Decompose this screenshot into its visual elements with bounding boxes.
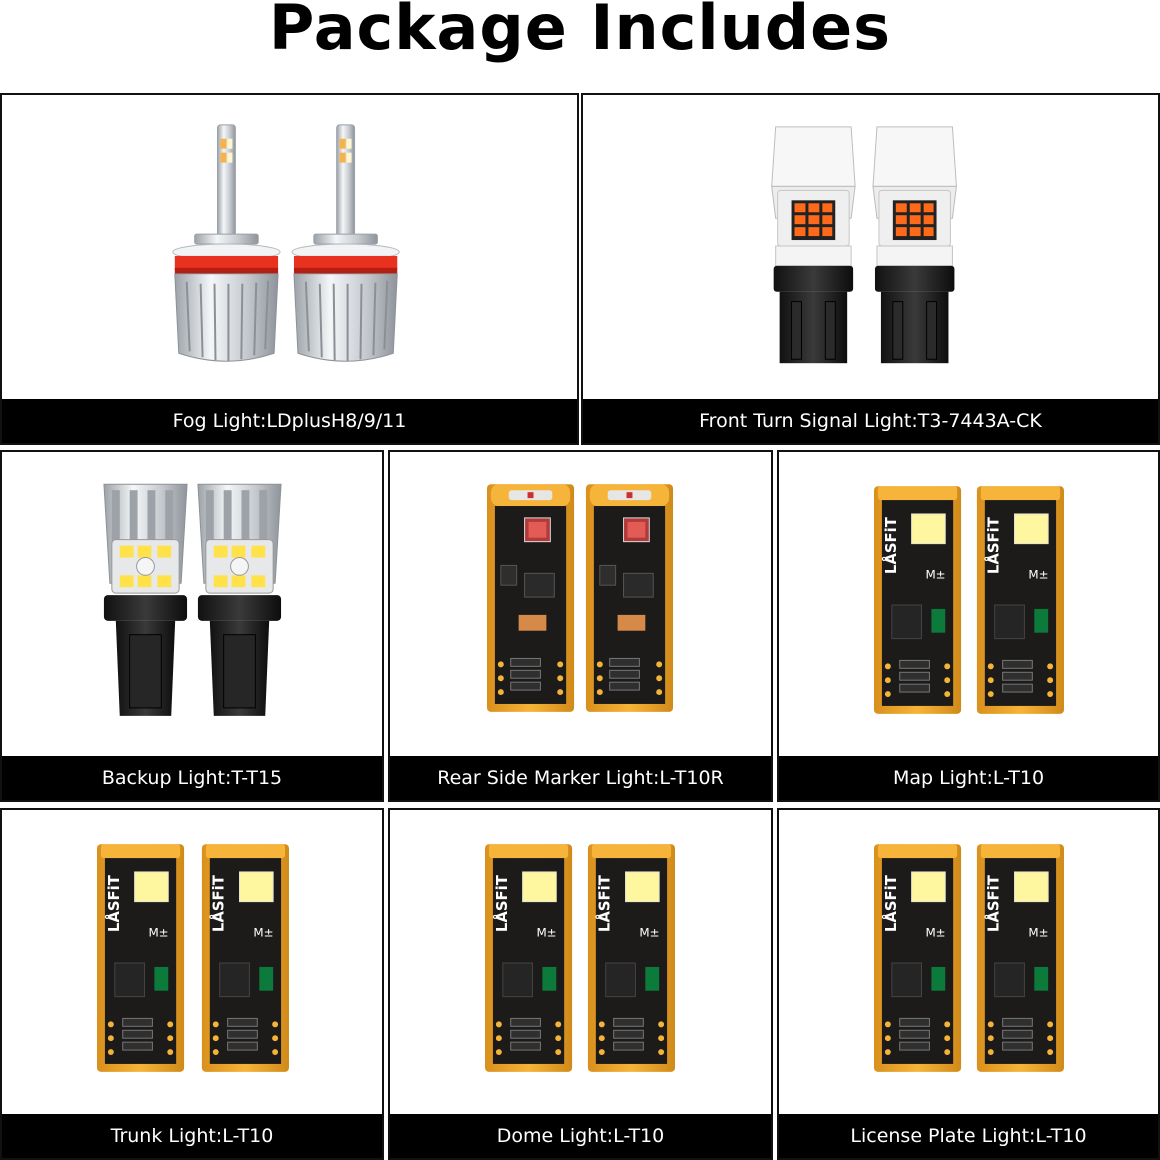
item-label: License Plate Light:L-T10 bbox=[779, 1114, 1158, 1158]
item-label: Dome Light:L-T10 bbox=[390, 1114, 771, 1158]
item-card-fog-light: Fog Light:LDplusH8/9/11 bbox=[0, 93, 579, 445]
item-label: Fog Light:LDplusH8/9/11 bbox=[2, 399, 577, 443]
t10-bulb-icon bbox=[779, 452, 1158, 756]
item-label: Map Light:L-T10 bbox=[779, 756, 1158, 800]
item-card-map-light: Map Light:L-T10 bbox=[777, 450, 1160, 802]
item-label: Rear Side Marker Light:L-T10R bbox=[390, 756, 771, 800]
item-label: Backup Light:T-T15 bbox=[2, 756, 382, 800]
page-title: Package Includes bbox=[268, 0, 892, 64]
item-label: Front Turn Signal Light:T3-7443A-CK bbox=[583, 399, 1158, 443]
t10-bulb-icon bbox=[2, 810, 382, 1114]
item-card-license-plate-light: License Plate Light:L-T10 bbox=[777, 808, 1160, 1160]
backup-bulb-icon bbox=[2, 452, 382, 756]
t10-red-bulb-icon bbox=[390, 452, 771, 756]
item-card-rear-side-marker: Rear Side Marker Light:L-T10R bbox=[388, 450, 773, 802]
item-label: Trunk Light:L-T10 bbox=[2, 1114, 382, 1158]
item-card-backup-light: Backup Light:T-T15 bbox=[0, 450, 384, 802]
item-card-dome-light: Dome Light:L-T10 bbox=[388, 808, 773, 1160]
t10-bulb-icon bbox=[779, 810, 1158, 1114]
item-card-trunk-light: Trunk Light:L-T10 bbox=[0, 808, 384, 1160]
item-card-front-turn-signal: Front Turn Signal Light:T3-7443A-CK bbox=[581, 93, 1160, 445]
t10-bulb-icon bbox=[390, 810, 771, 1114]
fog-bulb-icon bbox=[2, 95, 577, 399]
turn-signal-bulb-icon bbox=[583, 95, 1158, 399]
